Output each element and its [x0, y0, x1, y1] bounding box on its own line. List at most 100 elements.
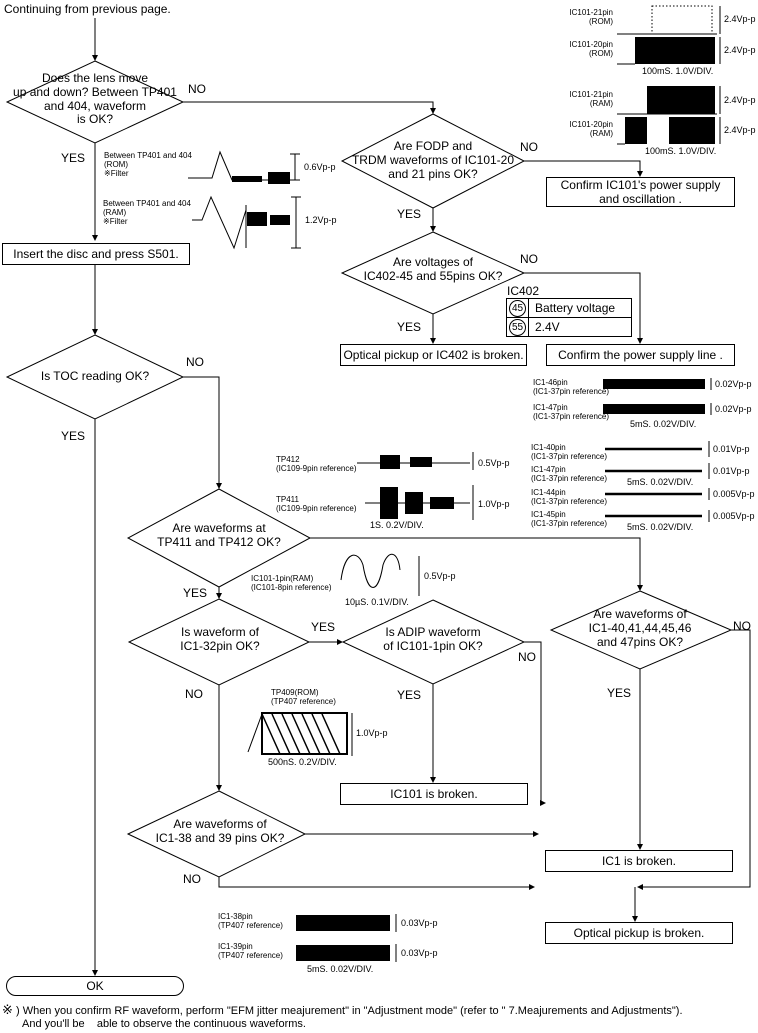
waveform-ic101-rom: [617, 5, 721, 65]
branch-no: NO: [188, 82, 206, 96]
scale-label: 500nS. 0.2V/DIV.: [268, 757, 337, 767]
waveform-ic1-46-47: [603, 378, 712, 415]
amplitude-label: 0.02Vp-p: [715, 404, 752, 414]
amplitude-label: 0.01Vp-p: [713, 444, 750, 454]
ic402-table: 45 Battery voltage 55 2.4V: [506, 298, 632, 337]
ic402-table-title: IC402: [507, 284, 540, 298]
amplitude-label: 0.02Vp-p: [715, 379, 752, 389]
branch-no: NO: [518, 650, 536, 664]
signal-label: IC1-47pin(IC1-37pin reference): [531, 465, 608, 484]
branch-no: NO: [183, 872, 201, 886]
pin-number: 45: [509, 299, 526, 317]
signal-label: IC1-39pin(TP407 reference): [218, 942, 283, 961]
waveform-tp401-ram: [192, 195, 301, 250]
signal-label: IC1-47pin(IC1-37pin reference): [533, 403, 610, 422]
pin-number: 55: [509, 318, 526, 336]
scale-label: 5mS. 0.02V/DIV.: [627, 522, 694, 532]
branch-yes: YES: [61, 429, 86, 443]
start-label: Continuing from previous page.: [4, 2, 171, 16]
connector: [310, 537, 643, 591]
signal-label: IC101-20pin(ROM): [569, 40, 613, 59]
branch-no: NO: [520, 252, 538, 266]
action-insert-disc: Insert the disc and press S501.: [2, 243, 190, 265]
amplitude-label: 2.4Vp-p: [724, 45, 756, 55]
decision-text: and 404, waveform: [43, 98, 147, 113]
waveform-ic101-1pin: [340, 553, 401, 588]
action-optical-broken: Optical pickup is broken.: [545, 922, 733, 944]
decision-toc: Is TOC reading OK?: [40, 369, 150, 383]
waveform-label-tp401-rom: Between TP401 and 404 (ROM) ※Filter: [104, 151, 192, 179]
signal-label: IC1-38pin(TP407 reference): [218, 912, 283, 931]
waveform-ic101-ram: [617, 86, 721, 145]
amplitude-label: 0.005Vp-p: [713, 511, 755, 521]
pin-value: 2.4V: [528, 317, 632, 337]
branch-yes: YES: [397, 207, 422, 221]
signal-label: TP412(IC109-9pin reference): [276, 455, 357, 474]
waveform-tp409: [247, 712, 353, 756]
waveform-ic1-38-39: [296, 914, 397, 962]
decision-adip: Is ADIP waveform of IC101-1pin OK?: [383, 625, 483, 653]
decision-fodp: Are FODP and TRDM waveforms of IC101-20 …: [351, 139, 515, 181]
footnote-line-2: And you'll be able to observe the contin…: [22, 1018, 306, 1030]
branch-yes: YES: [61, 151, 86, 165]
amplitude-label: 0.5Vp-p: [478, 458, 510, 468]
decision-ic1-32: Is waveform of IC1-32pin OK?: [180, 625, 260, 653]
decision-ic1-40: Are waveforms of IC1-40,41,44,45,46 and …: [588, 607, 692, 649]
signal-label: IC1-40pin(IC1-37pin reference): [531, 443, 608, 462]
amplitude-label: 0.5Vp-p: [424, 571, 456, 581]
branch-no: NO: [185, 687, 203, 701]
signal-label: TP411(IC109-9pin reference): [276, 495, 357, 514]
signal-label: IC101-21pin(RAM): [569, 90, 613, 109]
branch-yes: YES: [397, 688, 422, 702]
pin-value: Battery voltage: [528, 298, 632, 318]
decision-text: is OK?: [76, 112, 113, 127]
decision-ic1-38: Are waveforms of IC1-38 and 39 pins OK?: [155, 817, 285, 845]
branch-yes: YES: [183, 586, 208, 600]
end-terminal: OK: [6, 976, 184, 996]
action-ic101-broken: IC101 is broken.: [340, 783, 528, 805]
connector: [637, 629, 751, 890]
scale-label: 10µS. 0.1V/DIV.: [345, 597, 409, 607]
amplitude-label: 0.03Vp-p: [401, 948, 438, 958]
amplitude-label: 2.4Vp-p: [724, 14, 756, 24]
table-row: 45 Battery voltage: [506, 298, 632, 318]
waveform-tp401-rom: [188, 150, 300, 184]
scale-label: 100mS. 1.0V/DIV.: [642, 66, 714, 76]
connector: [183, 101, 436, 114]
action-optical-or-ic402: Optical pickup or IC402 is broken.: [340, 344, 527, 366]
amplitude-label: 0.005Vp-p: [713, 489, 755, 499]
amplitude-label: 2.4Vp-p: [724, 125, 756, 135]
waveform-ic1-40-45: [605, 447, 702, 518]
amplitude-label: 2.4Vp-p: [724, 95, 756, 105]
scale-label: 5mS. 0.02V/DIV.: [630, 419, 697, 429]
connector: [218, 877, 535, 890]
connector: [524, 272, 643, 344]
signal-label: IC1-44pin(IC1-37pin reference): [531, 488, 608, 507]
scale-label: 5mS. 0.02V/DIV.: [627, 477, 694, 487]
branch-no: NO: [520, 140, 538, 154]
amplitude-label: 1.2Vp-p: [305, 215, 337, 225]
amplitude-label: 0.6Vp-p: [304, 162, 336, 172]
branch-yes: YES: [311, 620, 336, 634]
signal-label: IC1-46pin(IC1-37pin reference): [533, 378, 610, 397]
branch-yes: YES: [607, 686, 632, 700]
decision-tp411: Are waveforms at TP411 and TP412 OK?: [157, 521, 281, 549]
connector: [524, 641, 546, 806]
decision-text: up and down? Between TP401: [13, 84, 177, 99]
footnote-mark: ※: [2, 1002, 13, 1017]
decision-lens: Does the lens move up and down? Between …: [10, 71, 180, 127]
amplitude-label: 1.0Vp-p: [356, 728, 388, 738]
decision-text: Does the lens move: [41, 71, 149, 85]
waveform-tp412-411: [357, 452, 474, 520]
scale-label: 1S. 0.2V/DIV.: [370, 520, 424, 530]
connector: [183, 376, 222, 489]
signal-label: IC101-20pin(RAM): [569, 120, 613, 139]
action-ic1-broken: IC1 is broken.: [545, 850, 733, 872]
signal-label: TP409(ROM)(TP407 reference): [271, 688, 336, 707]
branch-no: NO: [186, 355, 204, 369]
waveform-label-tp401-ram: Between TP401 and 404 (RAM) ※Filter: [103, 199, 191, 227]
signal-label: IC101-21pin(ROM): [569, 8, 613, 27]
amplitude-label: 0.03Vp-p: [401, 918, 438, 928]
